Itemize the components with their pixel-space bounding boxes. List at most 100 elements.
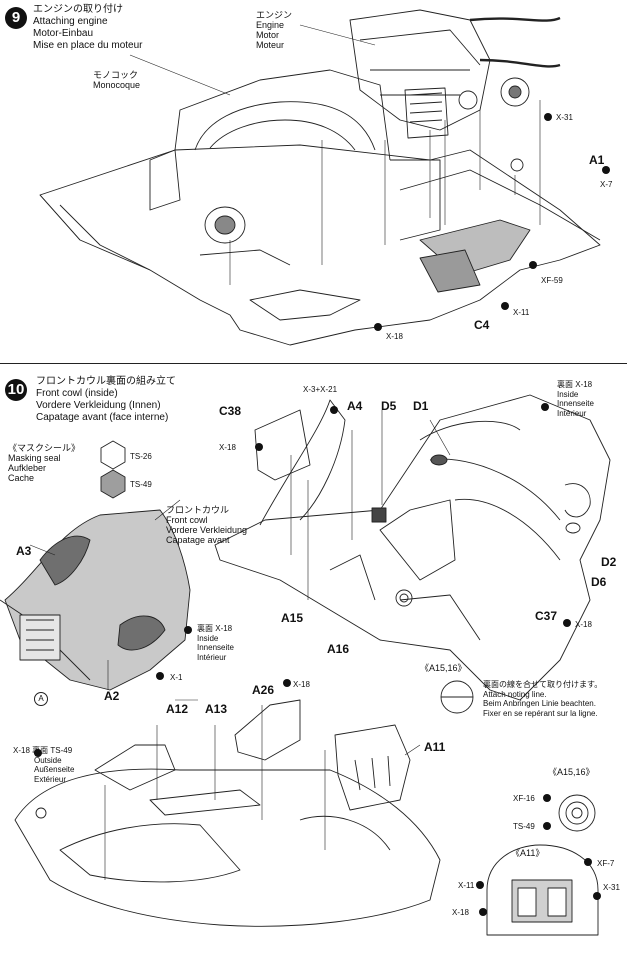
step9-number: 9 [5, 7, 27, 29]
screw-x18-step9: X-18 [386, 332, 403, 341]
masking-seal-ja: 《マスクシール》 [8, 443, 81, 453]
masking-seal-de: Aufkleber [8, 463, 47, 473]
step9-title: エンジンの取り付け Attaching engine Motor-Einbau … [33, 4, 143, 52]
outside-fr: Extérieur [34, 774, 67, 784]
marker-circle-a: A [34, 692, 48, 706]
attach-note: 裏面の線を合せて取り付けます。 Attach noting line. Beim… [483, 680, 602, 718]
part-d6: D6 [591, 575, 607, 589]
screw-x31-a11: X-31 [603, 883, 620, 892]
front-cowl-fr: Capatage avant [166, 535, 230, 545]
detail-circles-drawing [35, 680, 599, 936]
part-c4: C4 [474, 318, 490, 332]
screw-x7: X-7 [600, 180, 613, 189]
inside-right-en: Inside [557, 389, 579, 399]
engine-label-en: Engine [256, 20, 285, 30]
step9-title-en: Attaching engine [33, 16, 108, 27]
outside-screw: X-18 [13, 746, 30, 755]
part-a4: A4 [347, 399, 363, 413]
attach-note-fr: Fixer en se repérant sur la ligne. [483, 708, 598, 718]
engine-label-de: Motor [256, 30, 280, 40]
screw-x31: X-31 [556, 113, 573, 122]
attach-note-en: Attach noting line. [483, 689, 547, 699]
inside-note-left: 裏面 X-18 Inside Innenseite Intérieur [197, 624, 234, 662]
outside-de: Außenseite [34, 765, 75, 774]
step9-guide-lines [129, 24, 541, 285]
screw-x1: X-1 [170, 673, 183, 682]
outside-note: X-18 裏面 TS-49 Outside Außenseite Extérie… [13, 746, 74, 784]
part-a15: A15 [281, 611, 304, 625]
part-a16: A16 [327, 642, 350, 656]
inside-left-screw: X-18 [215, 624, 233, 633]
paint-ts26: TS-26 [130, 452, 152, 461]
part-a2: A2 [104, 689, 120, 703]
screw-x18-c37: X-18 [575, 620, 592, 629]
front-cowl-lower-drawing [14, 699, 441, 927]
front-wheel-drawing [204, 77, 530, 244]
inside-right-ja: 裏面 [557, 380, 573, 389]
screw-x18-a26: X-18 [293, 680, 310, 689]
front-cowl-upper-drawing [214, 394, 611, 701]
screw-x18-c38: X-18 [219, 443, 236, 452]
step9-title-ja: エンジンの取り付け [33, 4, 123, 15]
inside-right-de: Innenseite [557, 399, 594, 408]
masking-seal-fr: Cache [8, 473, 35, 483]
step9-title-fr: Mise en place du moteur [33, 40, 143, 51]
inside-left-en: Inside [197, 633, 219, 643]
step9-title-de: Motor-Einbau [33, 28, 94, 39]
monocoque-label-ja: モノコック [93, 70, 139, 80]
engine-label: エンジン Engine Motor Moteur [256, 10, 292, 50]
part-a12: A12 [166, 702, 189, 716]
part-a1: A1 [589, 153, 605, 167]
step10-title-de: Vordere Verkleidung (Innen) [36, 400, 161, 411]
inside-left-de: Innenseite [197, 643, 234, 652]
part-c37: C37 [535, 609, 558, 623]
front-cowl-en: Front cowl [166, 515, 208, 525]
step10-title-ja: フロントカウル裏面の組み立て [36, 376, 176, 387]
painted-cowl-drawing [0, 509, 191, 691]
part-d1: D1 [413, 399, 429, 413]
outside-en: Outside [34, 755, 62, 765]
screw-markers [34, 113, 610, 916]
outside-ja: 裏面 [32, 746, 49, 755]
a15-16-detail-title: 《A15,16》 [548, 767, 595, 777]
step10-title: フロントカウル裏面の組み立て Front cowl (inside) Vorde… [36, 376, 176, 424]
screw-xf16: XF-16 [513, 794, 535, 803]
inside-left-fr: Intérieur [197, 652, 227, 662]
step10-title-fr: Capatage avant (face interne) [36, 412, 169, 423]
a1-washer-drawing [510, 158, 524, 172]
paint-ts49: TS-49 [130, 480, 152, 489]
step10-title-en: Front cowl (inside) [36, 388, 118, 399]
front-cowl-de: Vordere Verkleidung [166, 525, 248, 535]
part-d5: D5 [381, 399, 397, 413]
attach-note-de: Beim Anbringen Linie beachten. [483, 699, 596, 708]
part-a13: A13 [205, 702, 228, 716]
outside-paint: TS-49 [50, 746, 73, 755]
screw-x18-a11: X-18 [452, 908, 469, 917]
screw-x11: X-11 [513, 308, 530, 317]
screw-xf59: XF-59 [541, 276, 563, 285]
inside-left-ja: 裏面 [197, 624, 213, 633]
inside-right-screw: X-18 [575, 380, 593, 389]
monocoque-label-en: Monocoque [93, 80, 141, 90]
front-cowl-label: フロントカウル Front cowl Vordere Verkleidung C… [166, 505, 247, 545]
step10-guide-lines [29, 410, 451, 880]
part-a26: A26 [252, 683, 275, 697]
engine-label-fr: Moteur [256, 40, 285, 50]
screw-xf7: XF-7 [597, 859, 615, 868]
screw-x3-x21: X-3+X-21 [303, 385, 338, 394]
monocoque-floor-drawing [39, 69, 601, 346]
part-c38: C38 [219, 404, 242, 418]
masking-seal-label: 《マスクシール》 Masking seal Aufkleber Cache [8, 443, 80, 483]
paint-ts49-detail: TS-49 [513, 822, 535, 831]
step-divider [0, 363, 627, 364]
part-d2: D2 [601, 555, 617, 569]
engine-label-ja: エンジン [256, 10, 293, 20]
part-a3: A3 [16, 544, 32, 558]
engine-drawing [349, 9, 561, 139]
part-a11: A11 [424, 740, 446, 754]
a15-16-note-title: 《A15,16》 [420, 663, 467, 673]
attach-note-ja: 裏面の線を合せて取り付けます。 [483, 680, 603, 689]
paint-swatch-drawing [100, 440, 126, 499]
